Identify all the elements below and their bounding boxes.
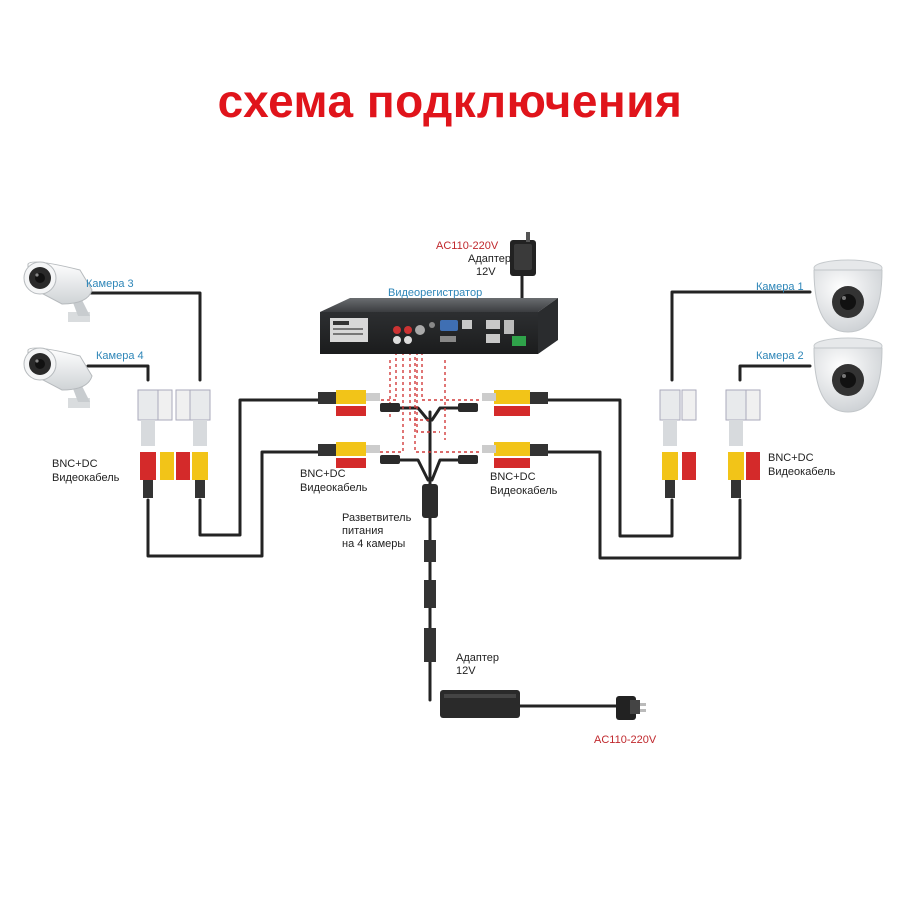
camera3-label: Камера 3 <box>86 278 134 290</box>
cable-lines <box>86 274 812 708</box>
cable-midright-label-2: Видеокабель <box>490 485 558 497</box>
cable-left-label-1: BNC+DC <box>52 458 98 470</box>
camera2-cable <box>738 364 812 382</box>
cable-right-label-2: Видеокабель <box>768 466 836 478</box>
power-adapter-icon-bottom <box>440 690 520 718</box>
power-lead-1 <box>390 406 430 422</box>
power-plug-icon <box>616 696 646 720</box>
dc-jack-icons <box>380 403 478 464</box>
camera2-run <box>546 450 742 560</box>
ac-label-top: AC110-220V <box>436 240 499 252</box>
dvr-recorder-icon <box>320 298 558 354</box>
cable-midleft-label-2: Видеокабель <box>300 482 368 494</box>
camera4-cable <box>86 364 150 382</box>
camera1-run <box>546 398 674 538</box>
splitter-label-1: Разветвитель <box>342 512 412 524</box>
power-adapter-icon-top <box>510 232 536 276</box>
dome-camera-icon-2 <box>813 337 883 413</box>
bullet-camera-icon-4 <box>23 347 93 408</box>
camera1-label: Камера 1 <box>756 281 804 293</box>
power-lead-2 <box>430 406 468 422</box>
camera1-cable <box>670 290 812 382</box>
camera4-run <box>146 450 320 558</box>
adapter-top-label-2: 12V <box>476 266 496 278</box>
cable-midright-label-1: BNC+DC <box>490 471 536 483</box>
cable-left-label-2: Видеокабель <box>52 472 120 484</box>
camera3-run <box>198 398 320 537</box>
adapter-bottom-label-2: 12V <box>456 665 476 677</box>
dome-camera-icon-1 <box>813 259 883 333</box>
bnc-connector-icon-center <box>318 390 548 468</box>
ac-label-bottom: AC110-220V <box>594 734 657 746</box>
bnc-connector-icon-right <box>659 389 761 498</box>
splitter-label-2: питания <box>342 525 384 537</box>
dvr-label: Видеорегистратор <box>388 287 483 299</box>
camera2-label: Камера 2 <box>756 350 804 362</box>
diagram-title: схема подключения <box>217 75 683 127</box>
adapter-top-label-1: Адаптер <box>468 253 511 265</box>
cable-right-label-1: BNC+DC <box>768 452 814 464</box>
bnc-connector-icon-left <box>137 389 211 498</box>
power-lead-3 <box>390 458 430 482</box>
cable-midleft-label-1: BNC+DC <box>300 468 346 480</box>
splitter-label-3: на 4 камеры <box>342 538 406 550</box>
power-splitter-icon <box>422 484 438 662</box>
camera4-label: Камера 4 <box>96 350 144 362</box>
camera3-cable <box>86 291 202 382</box>
bullet-camera-icon-3 <box>23 261 93 322</box>
adapter-bottom-label-1: Адаптер <box>456 652 499 664</box>
power-lead-4 <box>430 458 468 482</box>
signal-dashed-lines <box>378 340 486 453</box>
